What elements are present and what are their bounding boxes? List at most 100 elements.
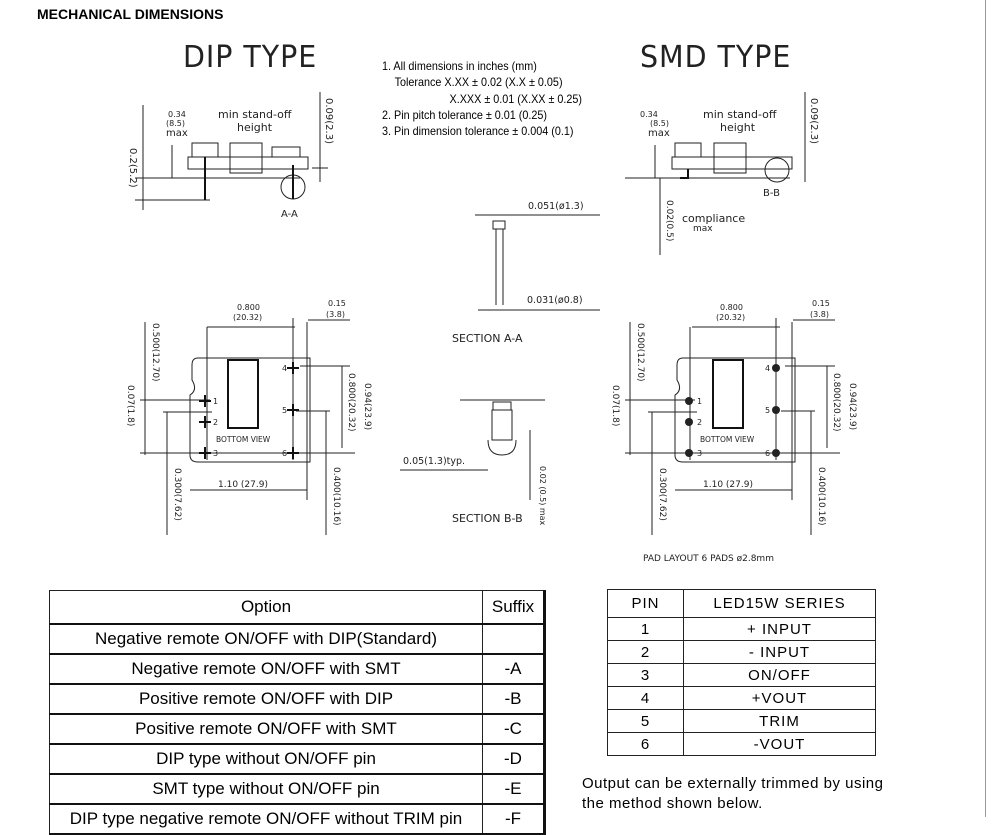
bottom-view-label: BOTTOM VIEW [700, 435, 755, 444]
dim-label: (20.32) [233, 313, 262, 322]
dim-label: compliance [682, 212, 745, 225]
dim-label: 0.34 [168, 110, 186, 119]
column-header: PIN [607, 589, 684, 618]
dimension-notes: 1. All dimensions in inches (mm) Toleran… [382, 58, 582, 139]
function-cell: - INPUT [683, 640, 876, 664]
dip-side-view: 0.2(5.2) 0.34 (8.5) max min stand-off he… [127, 92, 334, 220]
table-header-row: PIN LED15W SERIES [607, 589, 876, 618]
dim-label: max [693, 224, 713, 234]
dim-label: min stand-off [218, 108, 292, 121]
table-row: Positive remote ON/OFF with DIP-B [49, 683, 546, 715]
dim-label: 0.05(1.3)typ. [403, 456, 465, 467]
dim-label: 0.07(1.8) [125, 385, 135, 426]
dim-label: (3.8) [326, 310, 345, 319]
dim-label: 0.500(12.70) [150, 323, 160, 382]
dim-label: 0.051(ø1.3) [528, 201, 584, 212]
mechanical-drawings: 0.2(5.2) 0.34 (8.5) max min stand-off he… [125, 92, 857, 564]
column-header: Suffix [482, 590, 546, 625]
table-row: Positive remote ON/OFF with SMT-C [49, 713, 546, 745]
pin-cell: 6 [607, 732, 684, 756]
section-b-label: SECTION B-B [452, 512, 523, 525]
pin-number: 3 [213, 449, 218, 458]
trim-note-line: the method shown below. [582, 795, 763, 812]
suffix-cell: -E [482, 773, 546, 805]
dim-label: 1.10 (27.9) [218, 480, 268, 490]
table-row: DIP type without ON/OFF pin-D [49, 743, 546, 775]
suffix-cell: -B [482, 683, 546, 715]
dim-label: (20.32) [716, 313, 745, 322]
table-row: DIP type negative remote ON/OFF without … [49, 803, 546, 835]
pin-number: 4 [282, 364, 287, 373]
dim-label: 0.800 [720, 303, 743, 312]
dim-label: 0.09(2.3) [808, 98, 819, 144]
dim-label: (8.5) [650, 119, 669, 128]
option-cell: Positive remote ON/OFF with SMT [49, 713, 483, 745]
table-row: 4+VOUT [607, 686, 876, 710]
table-row: SMT type without ON/OFF pin-E [49, 773, 546, 805]
page-edge-divider [985, 0, 986, 817]
dip-type-title: DIP TYPE [183, 40, 318, 75]
note: X.XXX ± 0.01 (X.XX ± 0.25) [449, 91, 583, 106]
suffix-cell: -D [482, 743, 546, 775]
suffix-cell [482, 623, 546, 655]
pin-cell: 1 [607, 617, 684, 641]
pin-number: 5 [765, 406, 770, 415]
pin-cell: 2 [607, 640, 684, 664]
function-cell: + INPUT [683, 617, 876, 641]
pad-layout-label: PAD LAYOUT 6 PADS ø2.8mm [643, 554, 774, 564]
dim-label: 0.400(10.16) [816, 467, 826, 526]
dim-label: 0.15 [812, 299, 830, 308]
function-cell: ON/OFF [683, 663, 876, 687]
bottom-view-label: BOTTOM VIEW [216, 435, 271, 444]
pin-number: 2 [697, 418, 702, 427]
pin-number: 3 [697, 449, 702, 458]
pin-cell: 4 [607, 686, 684, 710]
option-cell: Positive remote ON/OFF with DIP [49, 683, 483, 715]
dim-label: 0.031(ø0.8) [527, 295, 583, 306]
dim-label: 0.500(12.70) [635, 323, 645, 382]
dim-label: 0.300(7.62) [172, 468, 182, 521]
option-cell: DIP type negative remote ON/OFF without … [49, 803, 483, 835]
note: 3. Pin dimension tolerance ± 0.004 (0.1) [382, 124, 574, 139]
pin-cell: 3 [607, 663, 684, 687]
table-row: 1+ INPUT [607, 617, 876, 641]
section-views: 0.051(ø1.3) 0.031(ø0.8) SECTION A-A 0.05… [400, 201, 600, 526]
pin-number: 6 [765, 449, 770, 458]
dim-label: 0.02(0.5) [664, 200, 674, 241]
function-cell: -VOUT [683, 732, 876, 756]
dim-label: height [237, 121, 273, 134]
pin-number: 1 [697, 397, 702, 406]
table-row: Negative remote ON/OFF with SMT-A [49, 653, 546, 685]
pin-cell: 5 [607, 709, 684, 733]
function-cell: TRIM [683, 709, 876, 733]
option-cell: Negative remote ON/OFF with DIP(Standard… [49, 623, 483, 655]
dim-label: 1.10 (27.9) [703, 480, 753, 490]
dim-label: (8.5) [166, 119, 185, 128]
dim-label: 0.2(5.2) [127, 148, 138, 188]
table-row: Negative remote ON/OFF with DIP(Standard… [49, 623, 546, 655]
section-marker: B-B [763, 188, 780, 199]
dim-label: 0.09(2.3) [323, 98, 334, 144]
dim-label: 0.800(20.32) [831, 373, 841, 432]
function-cell: +VOUT [683, 686, 876, 710]
note: 1. All dimensions in inches (mm) [382, 59, 537, 73]
option-cell: DIP type without ON/OFF pin [49, 743, 483, 775]
smd-bottom-view: 1 2 3 4 5 6 BOTTOM VIEW 0.800 (20.32) 0.… [610, 299, 857, 564]
option-cell: SMT type without ON/OFF pin [49, 773, 483, 805]
dim-label: 0.800 [237, 303, 260, 312]
dim-label: 0.15 [328, 299, 346, 308]
trim-note: Output can be externally trimmed by usin… [582, 774, 883, 814]
dim-label: 0.94(23.9) [362, 383, 372, 430]
dip-bottom-view: 1 2 3 4 5 6 BOTTOM VIEW 0.800 (20.32) 0.… [125, 299, 372, 535]
option-cell: Negative remote ON/OFF with SMT [49, 653, 483, 685]
section-marker: A-A [281, 209, 298, 220]
table-row: 2- INPUT [607, 640, 876, 664]
dim-label: max [166, 128, 188, 139]
section-a-label: SECTION A-A [452, 332, 523, 345]
column-header: Option [49, 590, 483, 625]
dim-label: 0.02 (0.5) max [538, 466, 547, 526]
dim-label: height [720, 121, 756, 134]
dim-label: (3.8) [810, 310, 829, 319]
